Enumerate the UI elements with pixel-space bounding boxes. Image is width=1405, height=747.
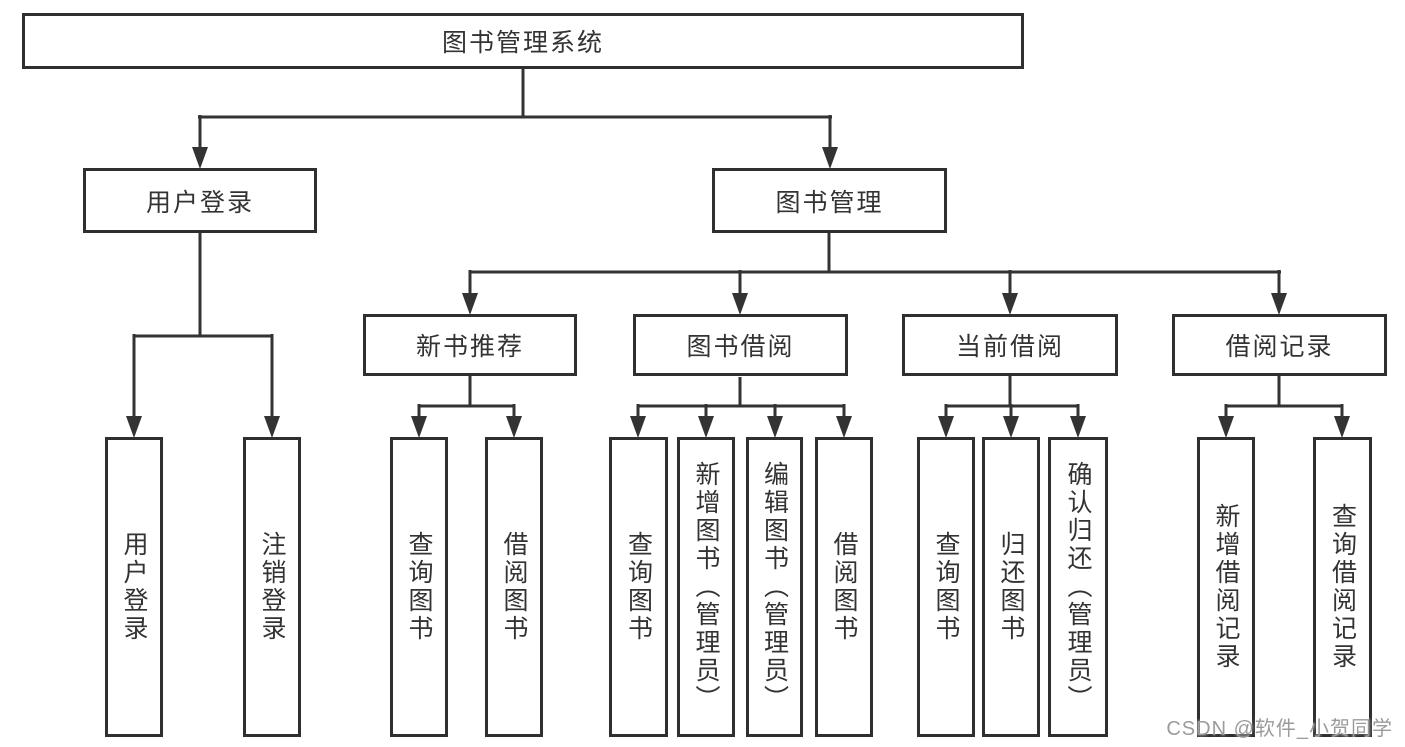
node-book-borrow: 图书借阅 — [633, 314, 848, 376]
leaf-query-book-3: 查询图书 — [917, 437, 975, 737]
node-borrow-record: 借阅记录 — [1172, 314, 1387, 376]
leaf-borrow-book-1: 借阅图书 — [485, 437, 543, 737]
leaf-user-login: 用户登录 — [105, 437, 163, 737]
leaf-query-book-1: 查询图书 — [390, 437, 448, 737]
node-user-login: 用户登录 — [83, 168, 317, 233]
leaf-edit-book-admin: 编辑图书（管理员） — [746, 437, 803, 737]
leaf-add-borrow-record: 新增借阅记录 — [1197, 437, 1255, 737]
leaf-borrow-book-2: 借阅图书 — [815, 437, 873, 737]
connector-book-mgmt-to-modules — [462, 233, 1287, 315]
connector-current-borrow-to-leaves — [938, 376, 1086, 438]
node-new-book-recommend: 新书推荐 — [363, 314, 577, 376]
node-book-management: 图书管理 — [712, 168, 947, 233]
leaf-logout: 注销登录 — [243, 437, 301, 737]
leaf-query-borrow-record: 查询借阅记录 — [1313, 437, 1372, 737]
leaf-add-book-admin: 新增图书（管理员） — [677, 437, 735, 737]
connector-new-book-rec-to-leaves — [411, 376, 522, 438]
csdn-watermark: CSDN @软件_小贺同学 — [1166, 718, 1393, 740]
connector-user-login-to-children — [126, 232, 280, 438]
leaf-return-book: 归还图书 — [982, 437, 1040, 737]
connector-root-to-level2 — [192, 69, 838, 169]
node-root-system: 图书管理系统 — [22, 13, 1024, 69]
leaf-query-book-2: 查询图书 — [609, 437, 668, 737]
leaf-confirm-return-admin: 确认归还（管理员） — [1048, 437, 1108, 737]
connector-book-borrow-to-leaves — [630, 377, 852, 438]
connector-borrow-record-to-leaves — [1218, 376, 1350, 438]
node-current-borrow: 当前借阅 — [902, 314, 1118, 376]
